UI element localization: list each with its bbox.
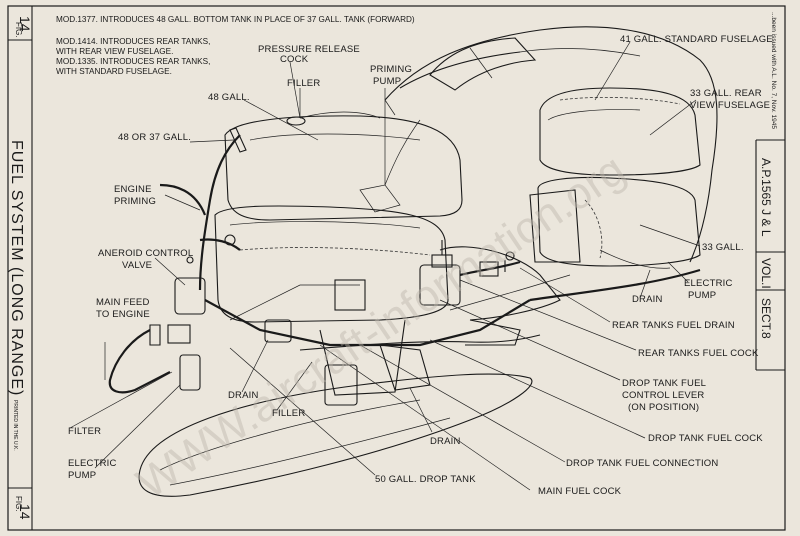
- label-priming-pump-2: PUMP: [373, 76, 401, 87]
- label-drain-1: DRAIN: [228, 390, 259, 401]
- label-main-feed-2: TO ENGINE: [96, 309, 150, 320]
- label-rear-tanks-fuel-cock: REAR TANKS FUEL COCK: [638, 348, 759, 359]
- svg-text:FIG.: FIG.: [14, 496, 23, 512]
- svg-text:14: 14: [17, 16, 33, 32]
- label-drop-tank-fuel-cock: DROP TANK FUEL COCK: [648, 433, 763, 444]
- wing-root: [299, 319, 541, 351]
- publication-ref: A.P.1565 J & L: [759, 158, 773, 237]
- fuel-pipes: [108, 134, 701, 394]
- svg-text:WITH STANDARD FUSELAGE.: WITH STANDARD FUSELAGE.: [56, 67, 172, 76]
- label-electric-pump-right-2: PUMP: [688, 290, 716, 301]
- main-tank-48: [224, 111, 463, 221]
- label-control-lever-1: DROP TANK FUEL: [622, 378, 706, 389]
- outer-border: [7, 5, 786, 531]
- figure-number-top: FIG. 14: [14, 16, 33, 38]
- svg-text:MOD.1414. INTRODUCES REAR TANK: MOD.1414. INTRODUCES REAR TANKS,: [56, 37, 210, 46]
- label-electric-pump-right-1: ELECTRIC: [684, 278, 733, 289]
- label-aneroid-valve-2: VALVE: [122, 260, 152, 271]
- label-main-fuel-cock: MAIN FUEL COCK: [538, 486, 622, 497]
- modification-notes: MOD.1377. INTRODUCES 48 GALL. BOTTOM TAN…: [56, 15, 415, 76]
- label-drop-tank-fuel-connection: DROP TANK FUEL CONNECTION: [566, 458, 718, 469]
- amendment-stamp: ...been issued with A.L. No. 7, Nov. 194…: [770, 12, 777, 129]
- label-electric-pump-left-2: PUMP: [68, 470, 96, 481]
- label-drop-tank-50: 50 GALL. DROP TANK: [375, 474, 476, 485]
- label-rear-tanks-fuel-drain: REAR TANKS FUEL DRAIN: [612, 320, 735, 331]
- label-drain-2: DRAIN: [430, 436, 461, 447]
- label-control-lever-2: CONTROL LEVER: [622, 390, 705, 401]
- svg-text:FIG.: FIG.: [14, 22, 23, 38]
- label-engine-priming-1: ENGINE: [114, 184, 152, 195]
- label-main-feed-1: MAIN FEED: [96, 297, 150, 308]
- label-pressure-release-cock-1: PRESSURE RELEASE: [258, 44, 360, 55]
- print-note: PRINTED IN THE U.K.: [12, 400, 18, 451]
- label-control-lever-3: (ON POSITION): [628, 402, 699, 413]
- label-tank-41-standard: 41 GALL. STANDARD FUSELAGE: [620, 34, 773, 45]
- label-filter: FILTER: [68, 426, 101, 437]
- label-tank-33-rear-1: 33 GALL. REAR: [690, 88, 762, 99]
- label-tank-33-rear-2: VIEW FUSELAGE: [690, 100, 770, 111]
- label-pressure-release-cock-2: COCK: [280, 54, 309, 65]
- svg-text:WITH REAR VIEW FUSELAGE.: WITH REAR VIEW FUSELAGE.: [56, 47, 173, 56]
- svg-text:MOD.1335. INTRODUCES REAR TANK: MOD.1335. INTRODUCES REAR TANKS,: [56, 57, 210, 66]
- diagram-title: FUEL SYSTEM (LONG RANGE): [8, 140, 25, 396]
- label-engine-priming-2: PRIMING: [114, 196, 156, 207]
- watermark: WWW.aircraft-information.org: [128, 145, 634, 508]
- label-tank-48: 48 GALL.: [208, 92, 250, 103]
- svg-text:14: 14: [17, 504, 33, 520]
- figure-number-bottom: FIG. 14: [14, 496, 33, 520]
- leader-lines: [69, 41, 701, 491]
- label-filler-top: FILLER: [287, 78, 320, 89]
- fuselage-outline: [384, 26, 718, 263]
- label-filler-bottom: FILLER: [272, 408, 305, 419]
- svg-text:MOD.1377. INTRODUCES 48 GALL.: MOD.1377. INTRODUCES 48 GALL. BOTTOM TAN…: [56, 15, 415, 24]
- label-tank-48-or-37: 48 OR 37 GALL.: [118, 132, 191, 143]
- fuel-cock-cluster: [334, 240, 515, 311]
- label-drain-rear: DRAIN: [632, 294, 663, 305]
- rear-tank-lower: [529, 176, 701, 267]
- label-aneroid-valve-1: ANEROID CONTROL: [98, 248, 193, 259]
- labels: PRESSURE RELEASE COCK FILLER PRIMING PUM…: [68, 34, 773, 497]
- drop-tank-50: [138, 373, 533, 497]
- volume-ref: VOL.I: [759, 258, 773, 289]
- label-electric-pump-left-1: ELECTRIC: [68, 458, 117, 469]
- label-priming-pump-1: PRIMING: [370, 64, 412, 75]
- section-ref: SECT.8: [759, 298, 773, 339]
- rear-tank-upper: [539, 87, 701, 176]
- label-tank-33: 33 GALL.: [702, 242, 744, 253]
- engine-side-components: [149, 234, 292, 391]
